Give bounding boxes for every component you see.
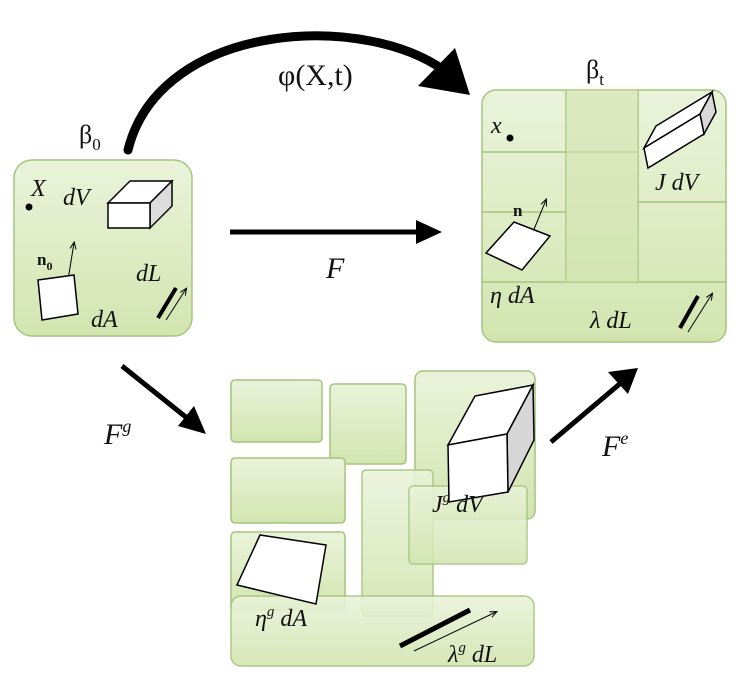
current-volume-label: J dV — [655, 170, 701, 196]
reference-area-label: dA — [91, 307, 118, 333]
reference-configuration: β0 X dV n0 dA dL — [13, 120, 193, 337]
deformation-label: F — [325, 252, 345, 285]
growth-label: Fg — [103, 416, 131, 451]
mapping-label: φ(X,t) — [278, 59, 353, 92]
current-point — [506, 134, 514, 142]
reference-title: β0 — [79, 120, 101, 154]
deformation-arrow — [230, 220, 442, 244]
elastic-label: Fe — [601, 428, 628, 463]
growth-volume-label: Jg dV — [432, 490, 485, 518]
current-line-label: λ dL — [589, 308, 632, 334]
reference-volume-label: dV — [63, 185, 92, 211]
growth-area-element — [235, 534, 327, 605]
growth-line-element — [398, 607, 472, 649]
current-area-element — [484, 221, 552, 271]
intermediate-configuration: Jg dV ηg dA λg dL — [230, 370, 536, 668]
reference-point-label: X — [30, 176, 47, 202]
reference-area-element — [37, 274, 79, 321]
current-normal-label: n — [513, 201, 523, 220]
reference-volume-element — [106, 179, 174, 230]
growth-line-label: λg dL — [447, 640, 497, 668]
growth-area-label: ηg dA — [255, 604, 307, 632]
growth-arrow — [120, 364, 206, 434]
elastic-arrow — [549, 368, 638, 444]
current-configuration: βt x J dV n η dA λ dL — [481, 55, 727, 343]
tile — [230, 457, 346, 524]
current-point-label: x — [490, 113, 502, 139]
current-title: βt — [586, 55, 604, 89]
tile — [329, 383, 407, 465]
reference-line-label: dL — [136, 261, 161, 287]
current-area-label: η dA — [490, 283, 535, 309]
mapping-arrow — [123, 31, 470, 155]
current-volume-element — [642, 89, 717, 170]
reference-point — [25, 203, 33, 211]
reference-normal-label: n0 — [37, 250, 52, 273]
tile — [230, 379, 323, 443]
reference-line-element — [156, 286, 178, 320]
growth-volume-element — [446, 382, 535, 503]
current-line-element — [678, 295, 700, 329]
